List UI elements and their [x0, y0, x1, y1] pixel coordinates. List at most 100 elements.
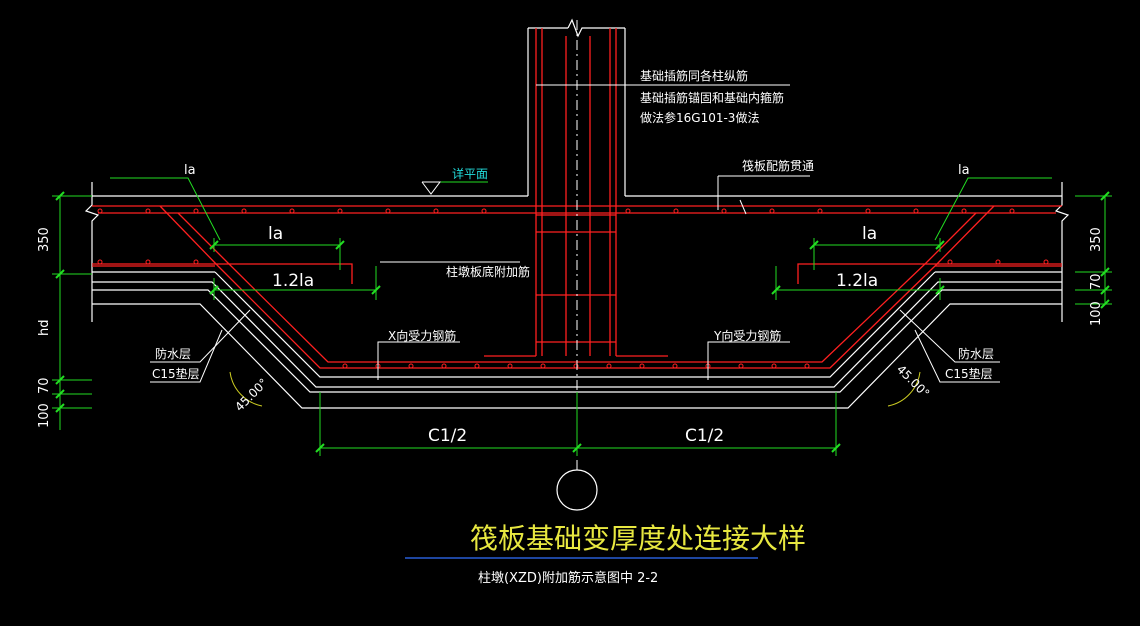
rebar-dot [193, 259, 199, 265]
rebar-dot [385, 208, 391, 214]
rebar-dot [738, 363, 744, 369]
angle-arc-left [229, 371, 263, 407]
rebar-dot [721, 208, 727, 214]
dim-100-right: 100 [1089, 301, 1104, 326]
rebar-dot [441, 363, 447, 369]
anchor-note-2: 做法参16G101-3做法 [640, 110, 759, 125]
pier-bottom-rebar-2 [177, 212, 977, 363]
rebar-dot [672, 363, 678, 369]
rebar-dot [639, 363, 645, 369]
dim-70-right: 70 [1089, 273, 1104, 290]
annotations: 基础插筋同各柱纵筋 基础插筋锚固和基础内箍筋 做法参16G101-3做法 筏板配… [152, 68, 994, 381]
leader-y-rebar [707, 341, 790, 380]
dim-12la-left-text: 1.2la [272, 271, 314, 291]
rebar-dot [947, 259, 953, 265]
pier-additional-right [797, 263, 1062, 284]
rebar-dot [145, 259, 151, 265]
rebar-dot [342, 363, 348, 369]
rebar-dot [97, 259, 103, 265]
rebar-dot [433, 208, 439, 214]
rebar-dot [193, 208, 199, 214]
vertical-dimension-labels: 350 hd 70 100 350 70 100 [37, 227, 1104, 428]
dim-hd-left: hd [37, 320, 52, 337]
detail-plane-label: 详平面 [452, 166, 488, 181]
y-rebar-label: Y向受力钢筋 [713, 328, 781, 343]
rebar-group [92, 28, 1062, 369]
rebar-dot [408, 363, 414, 369]
cushion-left-label: C15垫层 [152, 366, 200, 381]
dim-ticks [55, 191, 1110, 453]
pier-bottom-rebar-label: 柱墩板底附加筋 [446, 264, 530, 279]
detail-plane-marker [421, 181, 441, 195]
column-break-mark [567, 18, 588, 38]
anchor-note-1: 基础插筋锚固和基础内箍筋 [640, 90, 784, 105]
rebar-dot [507, 363, 513, 369]
dim-la-top-left-line [110, 177, 221, 241]
column-rebar-note: 基础插筋同各柱纵筋 [640, 68, 748, 83]
rebar-dot [804, 363, 810, 369]
dimensions [52, 177, 1112, 456]
angle-arcs [229, 371, 921, 407]
dim-70-left: 70 [37, 377, 52, 394]
leaders [150, 84, 1000, 383]
pier-bottom-outline [214, 271, 936, 378]
leader-waterproof-left [150, 309, 251, 363]
waterproof-layer [92, 281, 1062, 388]
rebar-dot [673, 208, 679, 214]
angle-right-label: 45.00° [894, 362, 932, 400]
rebar-dot [913, 208, 919, 214]
rebar-dot [769, 208, 775, 214]
leader-cushion-left [150, 329, 223, 383]
rebar-dot [97, 208, 103, 214]
dim-350-left: 350 [37, 227, 52, 252]
waterproof-left-label: 防水层 [155, 346, 191, 361]
raft-rebar-through-label: 筏板配筋贯通 [742, 158, 814, 173]
rebar-dot [1009, 208, 1015, 214]
dimension-labels: la la la la 1.2la 1.2la C1/2 C1/2 [184, 163, 970, 446]
rebar-dots [97, 208, 1049, 369]
cushion-layer-top [92, 289, 1062, 393]
right-break-top [1054, 182, 1070, 272]
left-break-top [84, 182, 100, 272]
concrete-outline [84, 18, 1070, 409]
rebar-dot [337, 208, 343, 214]
angle-labels: 45.00° 45.00° [232, 362, 932, 414]
rebar-dot [606, 363, 612, 369]
rebar-dot [145, 208, 151, 214]
x-rebar-label: X向受力钢筋 [388, 328, 456, 343]
dim-la-top-right-line [934, 177, 1052, 241]
rebar-dot [995, 259, 1001, 265]
dim-350-right: 350 [1089, 227, 1104, 252]
rebar-dot [625, 208, 631, 214]
rebar-dot [474, 363, 480, 369]
leader-x-rebar [377, 341, 460, 380]
rebar-dot [573, 363, 579, 369]
dim-c-half-left-text: C1/2 [428, 426, 467, 446]
rebar-dot [1043, 259, 1049, 265]
rebar-dot [865, 208, 871, 214]
leader-waterproof-right [899, 309, 1000, 363]
rebar-dot [961, 208, 967, 214]
dim-la-top-left-text: la [184, 163, 196, 178]
dim-12la-right-text: 1.2la [836, 271, 878, 291]
rebar-dot [817, 208, 823, 214]
rebar-dot [289, 208, 295, 214]
section-circle [556, 469, 598, 511]
drawing-title: 筏板基础变厚度处连接大样 [470, 522, 806, 555]
drawing-subtitle: 柱墩(XZD)附加筋示意图中 2-2 [478, 570, 658, 586]
dim-100-left: 100 [37, 403, 52, 428]
dim-c-half-right-text: C1/2 [685, 426, 724, 446]
cushion-right-label: C15垫层 [945, 366, 993, 381]
waterproof-right-label: 防水层 [958, 346, 994, 361]
cushion-layer-bottom [92, 303, 1062, 409]
dim-la-mid-left-text: la [268, 224, 283, 244]
rebar-dot [540, 363, 546, 369]
angle-arc-right [887, 371, 921, 407]
rebar-dot [241, 208, 247, 214]
pier-additional-left [92, 263, 353, 284]
dim-la-mid-right-text: la [862, 224, 877, 244]
leader-cushion-right [914, 329, 1000, 383]
dim-la-top-right-text: la [958, 163, 970, 178]
angle-left-label: 45.00° [232, 376, 270, 414]
